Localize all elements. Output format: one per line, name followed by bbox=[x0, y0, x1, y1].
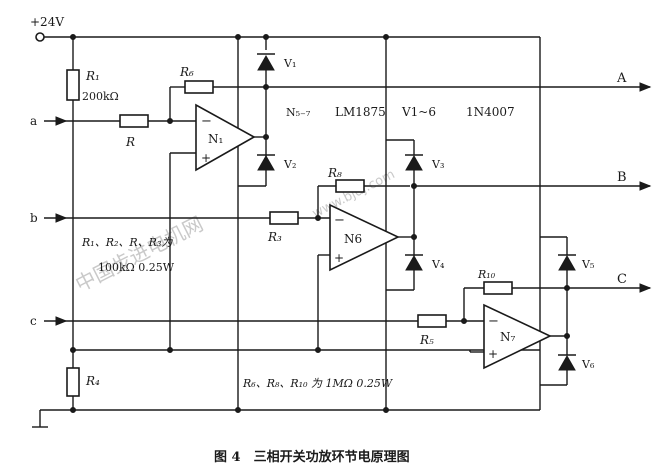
label-opamp-n7: N₇ bbox=[500, 330, 516, 344]
label-input-c: c bbox=[30, 314, 37, 328]
diode-v1 bbox=[257, 37, 275, 160]
label-output-a: A bbox=[616, 71, 627, 86]
resistor-r10 bbox=[463, 281, 567, 321]
figure-caption: 图 4 三相开关功放环节电原理图 bbox=[214, 449, 410, 465]
svg-text:−: − bbox=[201, 114, 212, 129]
parts-diodes-label: V1~6 bbox=[401, 105, 436, 119]
watermark-url: www.bjdj.com bbox=[310, 167, 397, 221]
label-r1-value: 200kΩ bbox=[82, 90, 119, 103]
label-v2: V₂ bbox=[283, 158, 296, 171]
diode-v6 bbox=[540, 354, 576, 386]
input-a bbox=[44, 114, 196, 128]
label-v5: V₅ bbox=[581, 258, 594, 271]
resistor-r6 bbox=[169, 80, 266, 121]
label-output-b: B bbox=[617, 170, 627, 185]
output-a bbox=[266, 82, 652, 92]
label-r5: R₅ bbox=[419, 333, 434, 347]
label-opamp-n1: N₁ bbox=[208, 132, 223, 146]
opamp-n6: − + bbox=[317, 203, 414, 350]
diode-v5 bbox=[540, 236, 576, 355]
note-resistors-100k-line2: 100kΩ 0.25W bbox=[98, 261, 175, 274]
output-c bbox=[567, 283, 652, 293]
supply-rail bbox=[35, 32, 540, 42]
ground-rail bbox=[32, 407, 540, 428]
parts-opamp-label: N₅₋₇ bbox=[286, 106, 311, 119]
svg-text:−: − bbox=[488, 314, 499, 329]
label-v4: V₄ bbox=[431, 258, 445, 271]
label-r1: R₁ bbox=[85, 69, 100, 83]
svg-text:+: + bbox=[334, 251, 344, 265]
note-resistors-1m: R₆、R₈、R₁₀ 为 1MΩ 0.25W bbox=[242, 377, 394, 390]
svg-text:+: + bbox=[488, 347, 498, 361]
svg-text:+: + bbox=[201, 151, 211, 165]
label-v6: V₆ bbox=[581, 358, 595, 371]
label-v3: V₃ bbox=[431, 158, 444, 171]
label-r3: R₃ bbox=[267, 230, 282, 244]
label-v1: V₁ bbox=[283, 57, 296, 70]
resistor-r1 bbox=[66, 37, 80, 368]
parts-diode-model: 1N4007 bbox=[466, 105, 515, 119]
input-b bbox=[44, 211, 330, 225]
output-b bbox=[414, 181, 652, 191]
supply-label: +24V bbox=[30, 15, 64, 29]
label-r: R bbox=[125, 135, 135, 149]
label-r4: R₄ bbox=[85, 374, 100, 388]
label-input-b: b bbox=[30, 211, 38, 225]
diode-v4 bbox=[386, 254, 423, 291]
label-input-a: a bbox=[30, 114, 37, 128]
label-output-c: C bbox=[617, 272, 627, 287]
note-resistors-100k-line1: R₁、R₂、R、R₃为 bbox=[81, 236, 173, 249]
label-r8: R₈ bbox=[327, 166, 342, 180]
parts-opamp-model: LM1875 bbox=[335, 105, 386, 119]
svg-text:−: − bbox=[334, 213, 345, 228]
opamp-n1: − + bbox=[169, 103, 266, 350]
resistor-r8 bbox=[317, 179, 410, 218]
resistor-r4 bbox=[66, 347, 80, 410]
label-opamp-n6: N6 bbox=[344, 232, 362, 246]
input-c bbox=[44, 314, 484, 328]
diode-v2 bbox=[238, 154, 275, 187]
opamp-n7: − + bbox=[469, 303, 567, 370]
label-r10: R₁₀ bbox=[477, 268, 496, 281]
watermark-text: 中国步进电机网 bbox=[71, 212, 207, 297]
label-r6: R₆ bbox=[179, 65, 194, 79]
